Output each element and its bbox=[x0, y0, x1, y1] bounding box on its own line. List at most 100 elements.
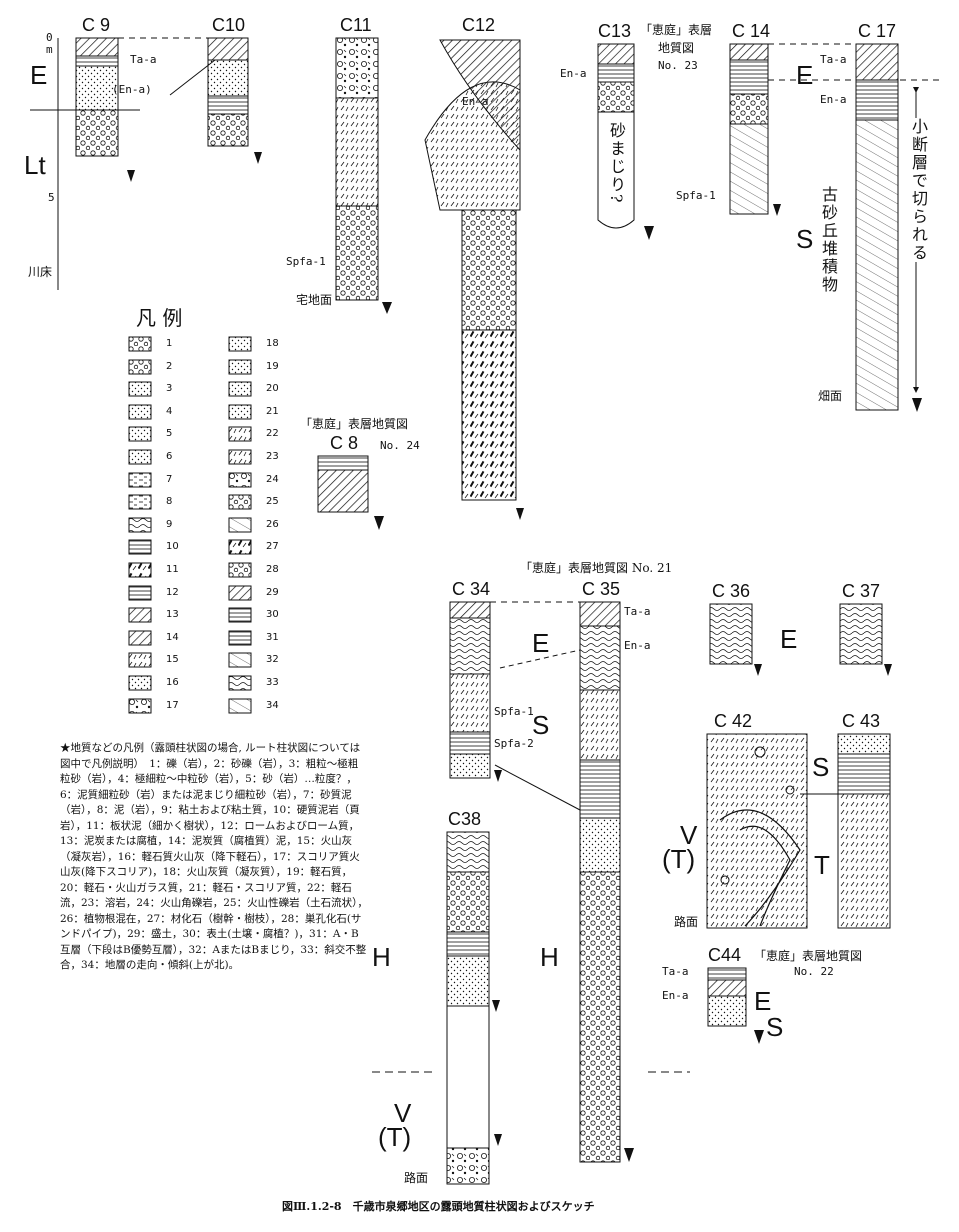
label-ta-a: Ta-a bbox=[624, 606, 651, 617]
legend-title: 凡 例 bbox=[136, 308, 182, 328]
legend-number-30: 30 bbox=[266, 609, 279, 620]
legend-swatch-18 bbox=[228, 336, 252, 352]
legend-number-16: 16 bbox=[166, 677, 179, 688]
scale-unit: m bbox=[46, 44, 53, 55]
legend-swatch-9 bbox=[128, 517, 152, 533]
unit-t-paren: (T) bbox=[378, 1124, 411, 1150]
column-c35 bbox=[580, 602, 634, 1162]
column-title-c43: C 43 bbox=[842, 712, 880, 730]
column-c37 bbox=[840, 604, 892, 676]
legend-swatch-13 bbox=[128, 607, 152, 623]
legend-number-34: 34 bbox=[266, 700, 279, 711]
legend-number-23: 23 bbox=[266, 451, 279, 462]
legend-swatch-15 bbox=[128, 652, 152, 668]
unit-t: T bbox=[814, 852, 830, 878]
legend-swatch-3 bbox=[128, 381, 152, 397]
unit-e: E bbox=[780, 626, 797, 652]
label-spfa2: Spfa-2 bbox=[494, 738, 534, 749]
label-en-a: (En-a) bbox=[112, 84, 152, 95]
eniwa-22-title: 「恵庭」表層地質図 bbox=[754, 950, 862, 962]
legend-number-9: 9 bbox=[166, 519, 172, 530]
legend-number-2: 2 bbox=[166, 361, 172, 372]
column-title-c9: C 9 bbox=[82, 16, 110, 34]
column-c38 bbox=[447, 832, 502, 1184]
legend-swatch-17 bbox=[128, 698, 152, 714]
eniwa-21-title: 「恵庭」表層地質図 No. 21 bbox=[520, 562, 672, 574]
unit-e: E bbox=[796, 62, 813, 88]
legend-swatch-8 bbox=[128, 494, 152, 510]
legend-swatch-1 bbox=[128, 336, 152, 352]
column-c43 bbox=[838, 734, 890, 928]
legend-number-10: 10 bbox=[166, 541, 179, 552]
legend-number-27: 27 bbox=[266, 541, 279, 552]
legend-number-1: 1 bbox=[166, 338, 172, 349]
sand-mixed-note: 砂まじり? bbox=[604, 122, 628, 205]
column-c14 bbox=[730, 44, 781, 216]
eniwa-23-line1: 「恵庭」表層 bbox=[640, 24, 712, 36]
column-title-c34: C 34 bbox=[452, 580, 490, 598]
legend-swatch-16 bbox=[128, 675, 152, 691]
column-title-c10: C10 bbox=[212, 16, 245, 34]
legend-swatch-6 bbox=[128, 449, 152, 465]
legend-swatch-33 bbox=[228, 675, 252, 691]
legend-number-25: 25 bbox=[266, 496, 279, 507]
label-en-a: En-a bbox=[662, 990, 689, 1001]
column-title-c13: C13 bbox=[598, 22, 631, 40]
eniwa-23-line2: 地質図 bbox=[658, 42, 694, 54]
legend-number-21: 21 bbox=[266, 406, 279, 417]
scale-zero: 0 bbox=[46, 32, 53, 43]
label-spfa1: Spfa-1 bbox=[494, 706, 534, 717]
label-ta-a: Ta-a bbox=[820, 54, 847, 65]
unit-e: E bbox=[754, 988, 771, 1014]
legend-number-11: 11 bbox=[166, 564, 179, 575]
legend-swatch-4 bbox=[128, 404, 152, 420]
figure-caption: 図Ⅲ.1.2-8 千歳市泉郷地区の露頭地質柱状図およびスケッチ bbox=[282, 1198, 595, 1214]
legend-swatch-22 bbox=[228, 426, 252, 442]
legend-number-4: 4 bbox=[166, 406, 172, 417]
legend-swatch-19 bbox=[228, 359, 252, 375]
legend-number-14: 14 bbox=[166, 632, 179, 643]
legend-number-7: 7 bbox=[166, 474, 172, 485]
label-ta-a: Ta-a bbox=[130, 54, 157, 65]
legend-number-22: 22 bbox=[266, 428, 279, 439]
legend-swatch-5 bbox=[128, 426, 152, 442]
legend-swatch-24 bbox=[228, 472, 252, 488]
legend-swatch-34 bbox=[228, 698, 252, 714]
legend-note: ★地質などの凡例（露頭柱状図の場合, ルート柱状図については図中で凡例説明） 1… bbox=[60, 741, 368, 974]
legend-swatch-20 bbox=[228, 381, 252, 397]
unit-h: H bbox=[540, 944, 559, 970]
old-dune-note: 古砂丘堆積物 bbox=[816, 186, 840, 294]
legend-swatch-14 bbox=[128, 630, 152, 646]
label-en-a: En-a bbox=[820, 94, 847, 105]
legend-swatch-12 bbox=[128, 585, 152, 601]
column-title-c42: C 42 bbox=[714, 712, 752, 730]
legend-number-18: 18 bbox=[266, 338, 279, 349]
eniwa-24-no: No. 24 bbox=[380, 440, 420, 451]
column-c10 bbox=[170, 38, 262, 164]
column-c12 bbox=[425, 40, 524, 520]
column-title-c37: C 37 bbox=[842, 582, 880, 600]
legend-swatch-21 bbox=[228, 404, 252, 420]
legend-number-8: 8 bbox=[166, 496, 172, 507]
legend-number-17: 17 bbox=[166, 700, 179, 711]
legend-number-28: 28 bbox=[266, 564, 279, 575]
label-spfa1: Spfa-1 bbox=[286, 256, 326, 267]
residential-surface: 宅地面 bbox=[296, 294, 332, 306]
legend-number-31: 31 bbox=[266, 632, 279, 643]
unit-lt: Lt bbox=[24, 152, 46, 178]
column-title-c12: C12 bbox=[462, 16, 495, 34]
legend-number-29: 29 bbox=[266, 587, 279, 598]
unit-t-paren: (T) bbox=[662, 846, 695, 872]
legend-swatch-31 bbox=[228, 630, 252, 646]
legend-swatch-2 bbox=[128, 359, 152, 375]
legend-swatch-25 bbox=[228, 494, 252, 510]
column-c8 bbox=[318, 456, 384, 530]
legend-number-33: 33 bbox=[266, 677, 279, 688]
unit-e: E bbox=[30, 62, 47, 88]
label-en-a: En-a bbox=[560, 68, 587, 79]
label-ta-a: Ta-a bbox=[662, 966, 689, 977]
sketch-c42 bbox=[707, 734, 807, 928]
label-en-a: En-a bbox=[462, 96, 489, 107]
field-surface: 畑面 bbox=[818, 390, 842, 402]
legend-swatch-29 bbox=[228, 585, 252, 601]
